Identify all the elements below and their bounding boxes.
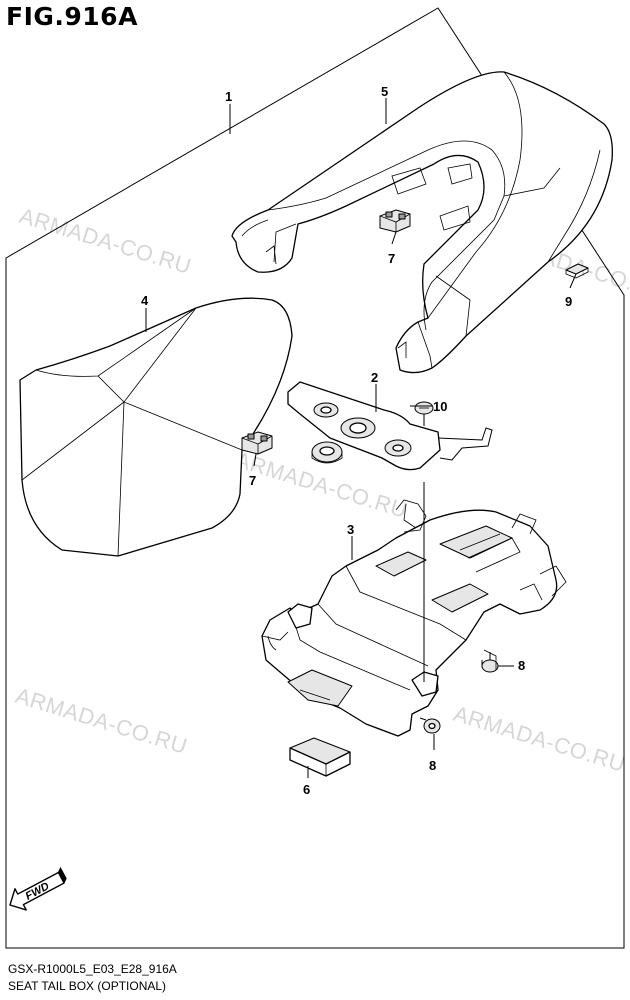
fwd-arrow-icon: FWD bbox=[9, 866, 67, 911]
part-4-seat-cover bbox=[19, 297, 293, 557]
callout-7-upper: 7 bbox=[388, 251, 395, 266]
watermark-text: ARMADA-CO.RU bbox=[17, 203, 195, 279]
leader-lines bbox=[145, 98, 577, 778]
figure-title: FIG.916A bbox=[6, 2, 138, 31]
grommet bbox=[311, 441, 343, 464]
part-7-clip-upper bbox=[379, 209, 411, 233]
part-2-mounting-plate bbox=[287, 381, 493, 471]
part-8-bolt-lower bbox=[419, 717, 441, 734]
callout-8-bottom: 8 bbox=[429, 758, 436, 773]
watermark-text: ARMADA-CO.RU bbox=[451, 701, 629, 777]
watermark-text: ARMADA-CO.RU bbox=[13, 683, 191, 759]
callout-8-right: 8 bbox=[518, 658, 525, 673]
callout-3: 3 bbox=[347, 522, 354, 537]
figure-name: SEAT TAIL BOX (OPTIONAL) bbox=[8, 979, 167, 993]
part-6-pad bbox=[289, 737, 351, 777]
callout-6: 6 bbox=[303, 782, 310, 797]
part-7-clip-lower bbox=[241, 431, 273, 455]
callout-10: 10 bbox=[433, 399, 447, 414]
figure-code: GSX-R1000L5_E03_E28_916A bbox=[8, 962, 177, 976]
part-9-pad bbox=[565, 263, 589, 279]
callout-7-lower: 7 bbox=[249, 473, 256, 488]
part-10-screw bbox=[414, 401, 434, 426]
assembly-outline bbox=[5, 7, 625, 949]
part-3-bracket bbox=[261, 499, 567, 737]
callouts: 1 5 4 7 9 2 10 7 3 8 8 6 bbox=[141, 84, 572, 797]
callout-9: 9 bbox=[565, 294, 572, 309]
callout-2: 2 bbox=[371, 370, 378, 385]
fwd-label: FWD bbox=[24, 880, 52, 902]
part-8-bolt-upper bbox=[481, 649, 499, 673]
callout-1: 1 bbox=[225, 89, 232, 104]
callout-5: 5 bbox=[381, 84, 388, 99]
part-5-tail-box-shell bbox=[231, 71, 613, 374]
callout-4: 4 bbox=[141, 293, 149, 308]
